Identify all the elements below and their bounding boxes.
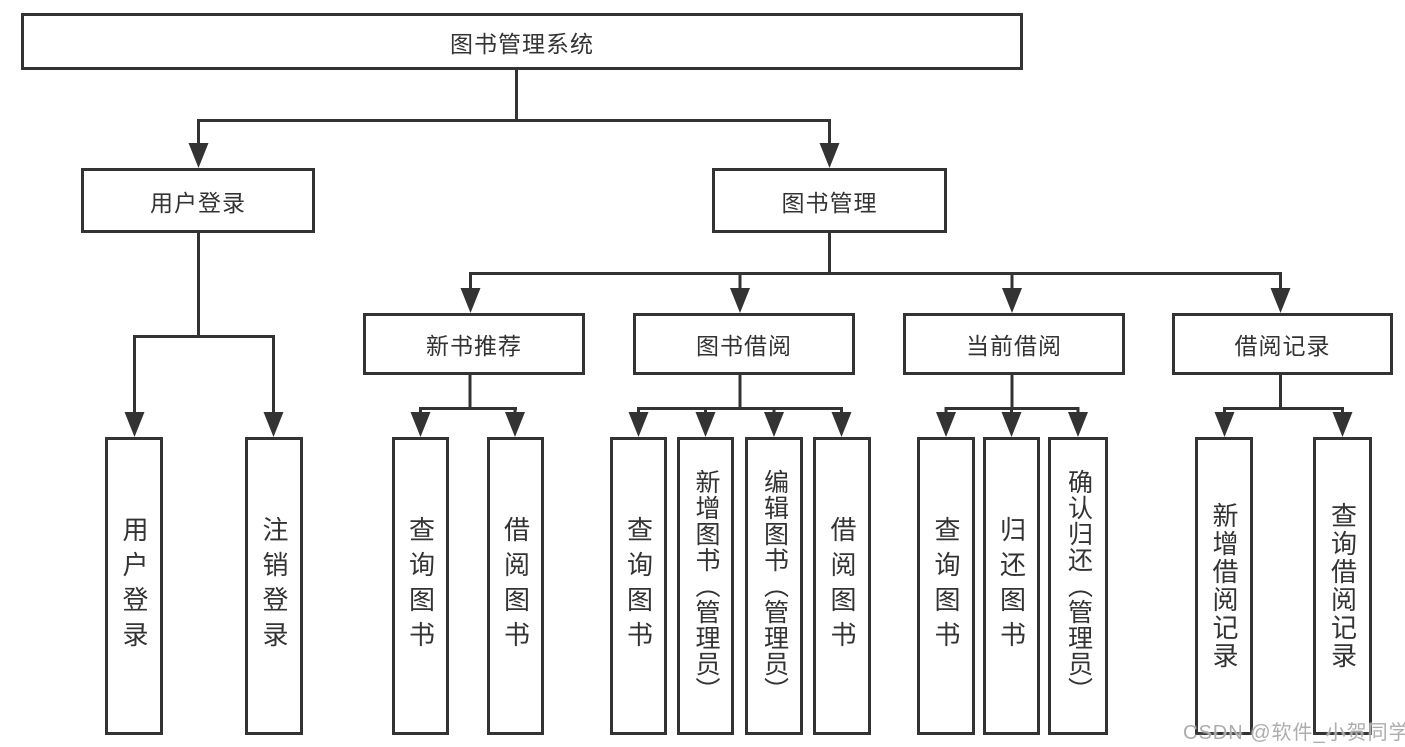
leaf-user-login-label: 用户登录 <box>119 516 149 656</box>
node-system: 图书管理系统 <box>21 13 1023 70</box>
node-user-login: 用户登录 <box>81 168 315 233</box>
leaf-borrow-books-1-label: 借阅图书 <box>500 516 531 656</box>
leaf-add-book-admin: 新增图书（管理员） <box>677 437 734 735</box>
leaf-logout: 注销登录 <box>245 437 303 735</box>
leaf-query-books-2: 查询图书 <box>610 437 667 735</box>
leaf-add-book-admin-label: 新增图书（管理员） <box>692 469 720 703</box>
leaf-confirm-return-admin-label: 确认归还（管理员） <box>1064 469 1093 703</box>
leaf-user-login: 用户登录 <box>105 437 163 735</box>
node-borrow-records: 借阅记录 <box>1172 313 1393 375</box>
leaf-borrow-books-2: 借阅图书 <box>813 437 871 735</box>
watermark: CSDN @软件_小贺同学 <box>1183 722 1405 744</box>
node-user-login-label: 用户登录 <box>150 189 246 216</box>
leaf-borrow-books-2-label: 借阅图书 <box>827 516 857 656</box>
node-book-management-label: 图书管理 <box>781 189 878 216</box>
node-borrow-records-label: 借阅记录 <box>1234 333 1331 359</box>
leaf-query-books-3: 查询图书 <box>917 437 975 735</box>
node-new-book-recommend: 新书推荐 <box>363 313 585 375</box>
node-new-book-recommend-label: 新书推荐 <box>426 333 522 359</box>
node-book-borrow: 图书借阅 <box>633 313 855 375</box>
node-current-borrow-label: 当前借阅 <box>966 333 1062 359</box>
leaf-add-borrow-record: 新增借阅记录 <box>1195 437 1253 735</box>
leaf-query-books-2-label: 查询图书 <box>623 516 654 656</box>
node-book-management: 图书管理 <box>712 168 947 233</box>
leaf-return-books-label: 归还图书 <box>996 516 1027 656</box>
leaf-edit-book-admin: 编辑图书（管理员） <box>745 437 803 735</box>
leaf-borrow-books-1: 借阅图书 <box>487 437 544 735</box>
leaf-query-books-1: 查询图书 <box>392 437 449 735</box>
leaf-add-borrow-record-label: 新增借阅记录 <box>1209 502 1239 670</box>
node-book-borrow-label: 图书借阅 <box>696 333 792 359</box>
leaf-confirm-return-admin: 确认归还（管理员） <box>1048 437 1108 735</box>
leaf-logout-label: 注销登录 <box>259 516 289 656</box>
leaf-return-books: 归还图书 <box>983 437 1040 735</box>
leaf-query-books-1-label: 查询图书 <box>405 516 436 656</box>
leaf-query-borrow-record: 查询借阅记录 <box>1313 437 1372 735</box>
node-system-label: 图书管理系统 <box>450 30 594 57</box>
leaf-edit-book-admin-label: 编辑图书（管理员） <box>760 469 789 703</box>
node-current-borrow: 当前借阅 <box>903 313 1125 375</box>
leaf-query-borrow-record-label: 查询借阅记录 <box>1327 502 1358 670</box>
leaf-query-books-3-label: 查询图书 <box>931 516 961 656</box>
